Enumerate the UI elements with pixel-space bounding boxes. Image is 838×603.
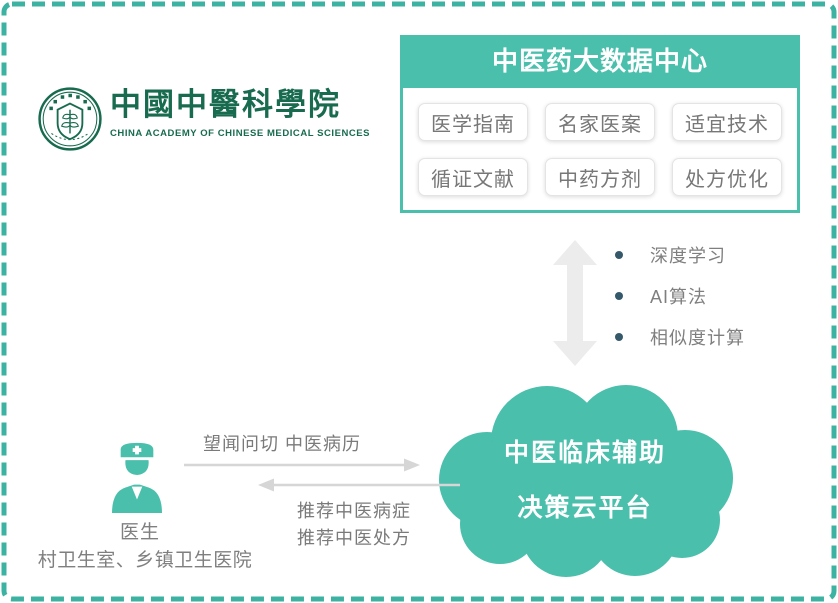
academy-seal-icon [37, 86, 103, 157]
doctor-icon [112, 442, 162, 513]
data-item-famous-cases: 名家医案 [545, 103, 655, 141]
cloud-platform-title: 中医临床辅助 决策云平台 [430, 426, 740, 536]
list-item: AI算法 [615, 284, 745, 308]
doctor-org-label: 村卫生室、乡镇卫生医院 [37, 550, 253, 571]
method-deep-learning: 深度学习 [650, 246, 726, 266]
flow-from-line1: 推荐中医病症 [297, 501, 411, 521]
cloud-title-line2: 决策云平台 [517, 494, 653, 522]
academy-name-english: CHINA ACADEMY OF CHINESE MEDICAL SCIENCE… [110, 127, 371, 139]
data-item-herbal-formulas: 中药方剂 [545, 158, 655, 196]
double-arrow-vertical-icon [553, 240, 597, 366]
flow-to-cloud-label: 望闻问切 中医病历 [203, 434, 362, 454]
bullet-dot-icon [615, 292, 623, 300]
data-center-title: 中医药大数据中心 [400, 35, 800, 88]
data-center-body: 医学指南 名家医案 适宜技术 循证文献 中药方剂 处方优化 [400, 88, 800, 213]
doctor-role-label: 医生 [119, 522, 160, 543]
ai-methods-list: 深度学习 AI算法 相似度计算 [615, 243, 745, 366]
data-item-medical-guidelines: 医学指南 [418, 103, 528, 141]
data-item-suitable-techniques: 适宜技术 [672, 103, 782, 141]
flow-from-cloud-label: 推荐中医病症 推荐中医处方 [297, 498, 411, 552]
method-similarity-computation: 相似度计算 [650, 328, 745, 348]
data-item-evidence-literature: 循证文献 [418, 158, 528, 196]
academy-name-chinese: 中國中醫科學院 [110, 87, 341, 122]
arrow-left-icon [258, 478, 460, 492]
list-item: 深度学习 [615, 243, 745, 267]
flow-from-line2: 推荐中医处方 [297, 528, 411, 548]
cloud-platform: 中医临床辅助 决策云平台 [430, 380, 740, 580]
arrow-right-icon [184, 458, 420, 472]
data-center-panel: 中医药大数据中心 医学指南 名家医案 适宜技术 循证文献 中药方剂 处方优化 [400, 35, 800, 213]
bullet-dot-icon [615, 251, 623, 259]
academy-logo: 中國中醫科學院 CHINA ACADEMY OF CHINESE MEDICAL… [37, 86, 370, 157]
method-ai-algorithm: AI算法 [650, 287, 708, 307]
cloud-icon [439, 385, 733, 577]
data-item-prescription-optimization: 处方优化 [672, 158, 782, 196]
bullet-dot-icon [615, 333, 623, 341]
cloud-title-line1: 中医临床辅助 [503, 439, 666, 467]
list-item: 相似度计算 [615, 325, 745, 349]
